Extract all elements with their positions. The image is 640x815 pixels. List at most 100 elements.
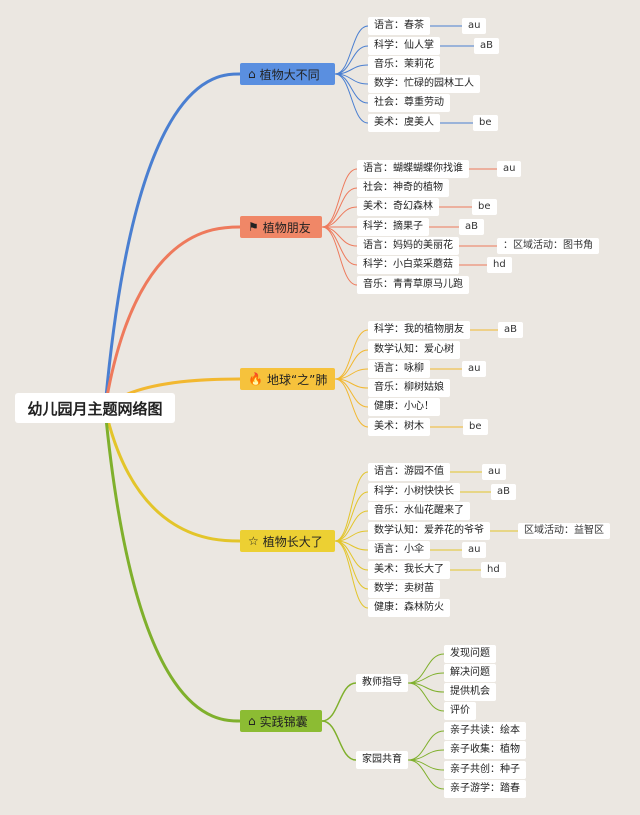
subtopic-node[interactable]: 数学：忙碌的园林工人 <box>368 75 480 93</box>
leaf-node[interactable]: 发现问题 <box>444 645 496 663</box>
subtopic-node-label: 科学：小树快快长 <box>374 486 454 497</box>
activity-tag[interactable]: au <box>497 161 522 177</box>
group-link <box>321 720 357 761</box>
subtopic-node-label: 语言：蝴蝶蝴蝶你找谁 <box>363 163 463 174</box>
branch-topic-label: 地球“之”肺 <box>266 372 328 387</box>
leaf-node[interactable]: 解决问题 <box>444 664 496 682</box>
subtopic-node[interactable]: 社会：神奇的植物 <box>357 179 449 197</box>
subtopic-node[interactable]: 科学：摘果子 <box>357 218 429 236</box>
activity-tag[interactable]: be <box>473 115 498 131</box>
subtopic-node[interactable]: 科学：小白菜采蘑菇 <box>357 256 459 274</box>
subtopic-node[interactable]: 健康：小心！ <box>368 398 440 416</box>
branch-topic[interactable]: 🔥地球“之”肺 <box>240 368 335 390</box>
item-link <box>334 530 369 542</box>
activity-tag-label: aB <box>465 221 478 232</box>
subtopic-node[interactable]: 美术：我长大了 <box>368 561 450 579</box>
branch-topic[interactable]: ⌂植物大不同 <box>240 63 335 85</box>
subtopic-node[interactable]: 社会：尊重劳动 <box>368 94 450 112</box>
subtopic-node-label: 语言：春茶 <box>374 20 424 31</box>
subtopic-node[interactable]: 语言：春茶 <box>368 17 430 35</box>
activity-tag-label: au <box>503 163 516 174</box>
activity-tag[interactable]: au <box>462 361 487 377</box>
subtopic-node[interactable]: 科学：我的植物朋友 <box>368 321 470 339</box>
leaf-node-label: 评价 <box>450 705 470 716</box>
item-link <box>334 540 369 590</box>
subtopic-node[interactable]: 音乐：水仙花醒来了 <box>368 502 470 520</box>
item-link <box>334 378 369 428</box>
subtopic-node[interactable]: 科学：小树快快长 <box>368 483 460 501</box>
branch-topic[interactable]: ⌂实践锦囊 <box>240 710 322 732</box>
subtopic-node-label: 音乐：茉莉花 <box>374 59 434 70</box>
leaf-node[interactable]: 亲子收集：植物 <box>444 741 526 759</box>
leaf-node-label: 解决问题 <box>450 667 490 678</box>
root-topic[interactable]: 幼儿园月主题网络图 <box>15 393 175 423</box>
leaf-node-label: 发现问题 <box>450 648 490 659</box>
subtopic-node[interactable]: 美术：树木 <box>368 418 430 436</box>
activity-tag[interactable]: 区域活动：益智区 <box>518 523 610 539</box>
subtopic-node[interactable]: 健康：森林防火 <box>368 599 450 617</box>
subtopic-node[interactable]: 语言：咏柳 <box>368 360 430 378</box>
subtopic-node-label: 社会：神奇的植物 <box>363 182 443 193</box>
branch-topic[interactable]: ⚑植物朋友 <box>240 216 322 238</box>
branch-link <box>103 406 242 543</box>
activity-tag[interactable]: aB <box>498 322 523 338</box>
subtopic-node[interactable]: 科学：仙人掌 <box>368 37 440 55</box>
activity-tag[interactable]: au <box>482 464 507 480</box>
subtopic-node-label: 健康：小心！ <box>374 401 434 412</box>
activity-tag[interactable]: aB <box>459 219 484 235</box>
subtopic-node-label: 语言：咏柳 <box>374 363 424 374</box>
activity-tag-label: au <box>488 466 501 477</box>
subtopic-node[interactable]: 语言：游园不值 <box>368 463 450 481</box>
subtopic-node[interactable]: 语言：蝴蝶蝴蝶你找谁 <box>357 160 469 178</box>
item-link <box>321 226 358 286</box>
activity-tag[interactable]: au <box>462 18 487 34</box>
group-node-label: 教师指导 <box>362 677 402 688</box>
leaf-node[interactable]: 亲子共创：种子 <box>444 761 526 779</box>
subtopic-node-label: 健康：森林防火 <box>374 602 444 613</box>
subtopic-node[interactable]: 数学认知：爱养花的爷爷 <box>368 522 490 540</box>
subtopic-node[interactable]: 数学认知：爱心树 <box>368 341 460 359</box>
activity-tag-label: be <box>478 201 491 212</box>
subtopic-node[interactable]: 美术：奇幻森林 <box>357 198 439 216</box>
item-link <box>334 471 369 542</box>
subtopic-node-label: 美术：奇幻森林 <box>363 201 433 212</box>
activity-tag[interactable]: hd <box>481 562 506 578</box>
activity-tag[interactable]: au <box>462 542 487 558</box>
subtopic-node[interactable]: 音乐：柳树姑娘 <box>368 379 450 397</box>
subtopic-node[interactable]: 美术：虞美人 <box>368 114 440 132</box>
subtopic-node[interactable]: 数学：卖树苗 <box>368 580 440 598</box>
leaf-node-label: 提供机会 <box>450 686 490 697</box>
subtopic-node-label: 数学：忙碌的园林工人 <box>374 78 474 89</box>
group-node-label: 家园共育 <box>362 754 402 765</box>
activity-tag[interactable]: be <box>472 199 497 215</box>
subtopic-node[interactable]: 音乐：茉莉花 <box>368 56 440 74</box>
activity-tag[interactable]: be <box>463 419 488 435</box>
group-node[interactable]: 教师指导 <box>356 674 408 692</box>
activity-tag[interactable]: aB <box>474 38 499 54</box>
group-node[interactable]: 家园共育 <box>356 751 408 769</box>
item-link <box>334 368 369 380</box>
home-icon: ⌂ <box>248 714 256 728</box>
activity-tag[interactable]: aB <box>491 484 516 500</box>
subtopic-node-label: 数学认知：爱心树 <box>374 344 454 355</box>
leaf-node[interactable]: 评价 <box>444 702 476 720</box>
leaf-node[interactable]: 亲子游学：踏春 <box>444 780 526 798</box>
subtopic-node[interactable]: 音乐：青青草原马儿跑 <box>357 276 469 294</box>
leaf-node[interactable]: 提供机会 <box>444 683 496 701</box>
leaf-node[interactable]: 亲子共读：绘本 <box>444 722 526 740</box>
subtopic-node[interactable]: 语言：小伞 <box>368 541 430 559</box>
branch-topic-label: 实践锦囊 <box>259 714 308 729</box>
leaf-link <box>407 730 445 761</box>
item-link <box>334 73 369 124</box>
subtopic-node-label: 数学认知：爱养花的爷爷 <box>374 525 484 536</box>
branch-topic[interactable]: ☆植物长大了 <box>240 530 335 552</box>
activity-tag[interactable]: ：区域活动：图书角 <box>497 238 599 254</box>
subtopic-node-label: 科学：仙人掌 <box>374 40 434 51</box>
activity-tag[interactable]: hd <box>487 257 512 273</box>
subtopic-node[interactable]: 语言：妈妈的美丽花 <box>357 237 459 255</box>
activity-tag-label: aB <box>480 40 493 51</box>
item-link <box>321 206 358 228</box>
subtopic-node-label: 语言：妈妈的美丽花 <box>363 240 453 251</box>
subtopic-node-label: 语言：游园不值 <box>374 466 444 477</box>
